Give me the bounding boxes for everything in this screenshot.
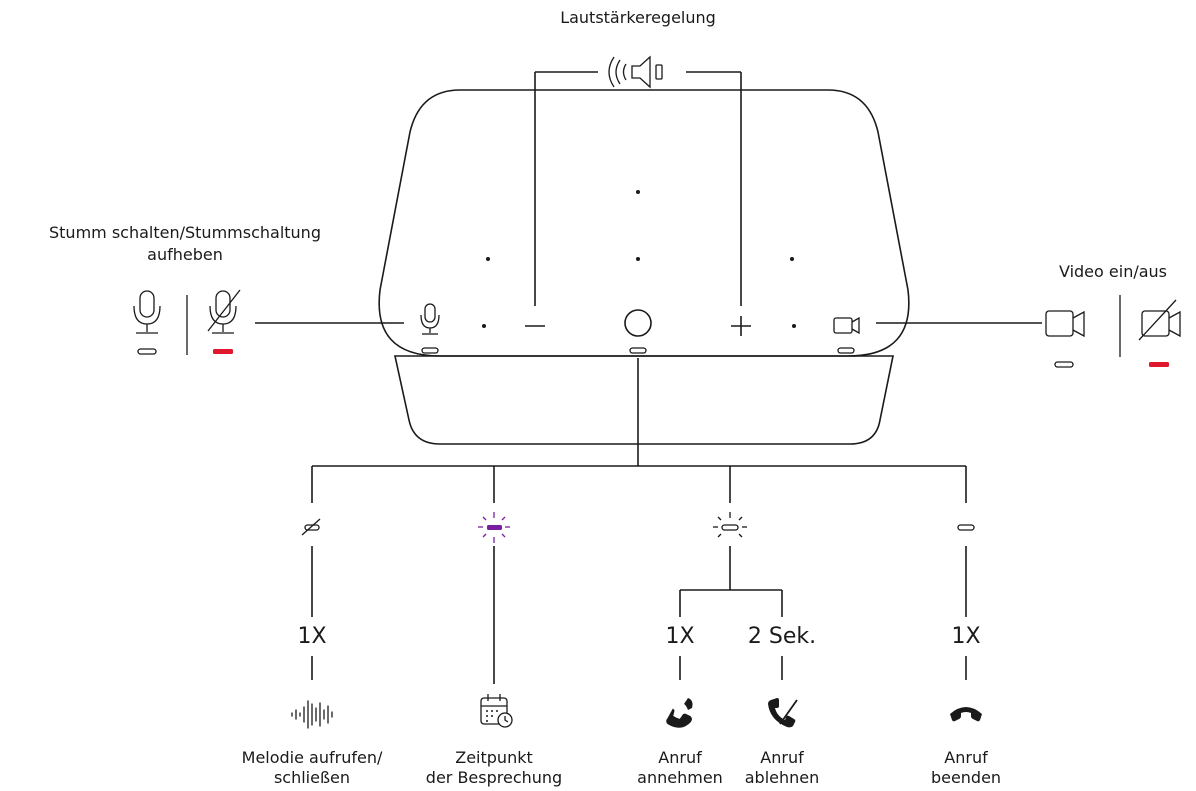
action-desc-line1: Anruf — [944, 748, 988, 767]
grille-dot — [486, 257, 490, 261]
action-desc-line2: schließen — [273, 768, 351, 787]
action-desc-line1: Anruf — [760, 748, 804, 767]
led-purple-pulse-indicator — [478, 512, 510, 543]
count-1x: 1X — [297, 624, 327, 649]
mic-led — [421, 347, 439, 354]
mic-muted-icon — [207, 289, 241, 354]
device-mic-button[interactable] — [420, 303, 440, 354]
mute-label-line1: Stumm schalten/Stummschaltung — [49, 223, 321, 242]
video-callout — [876, 295, 1181, 368]
phone-hangup-icon — [950, 707, 982, 722]
count-1x: 1X — [665, 624, 695, 649]
video-off-icon — [1138, 299, 1181, 367]
mute-callout — [133, 289, 404, 355]
teams-button[interactable] — [624, 309, 652, 354]
video-label: Video ein/aus — [1058, 262, 1167, 281]
grille-dot — [790, 257, 794, 261]
phone-decline-icon — [768, 698, 798, 728]
teams-action-tree — [301, 358, 975, 684]
action-desc-line1: Melodie aufrufen/ — [241, 748, 383, 767]
phone-answer-icon — [666, 698, 693, 728]
action-desc-line2: annehmen — [637, 768, 723, 787]
action-desc-line1: Zeitpunkt — [455, 748, 533, 767]
volume-up-button[interactable] — [731, 316, 751, 336]
grille-dot — [482, 324, 486, 328]
speakerphone-device — [378, 89, 910, 445]
video-led-red — [1149, 362, 1169, 367]
grille-dot — [792, 324, 796, 328]
action-desc-line2: beenden — [930, 768, 1002, 787]
video-camera-icon — [1045, 310, 1085, 368]
waveform-icon — [291, 700, 333, 729]
speaker-icon — [608, 55, 663, 89]
action-desc-line2: ablehnen — [744, 768, 820, 787]
grille-dot — [636, 190, 640, 194]
teams-led — [629, 347, 647, 354]
volume-callout — [534, 55, 742, 306]
count-1x: 1X — [951, 624, 981, 649]
video-led — [837, 347, 855, 354]
mute-led-red — [213, 349, 233, 354]
count-2-sek: 2 Sek. — [747, 624, 817, 649]
mic-icon — [133, 290, 161, 355]
led-off-indicator — [304, 524, 320, 531]
action-desc-line2: der Besprechung — [425, 768, 563, 787]
device-video-button[interactable] — [833, 316, 860, 354]
calendar-clock-icon — [480, 694, 513, 728]
action-desc-line1: Anruf — [658, 748, 702, 767]
led-white-pulse-indicator — [713, 512, 747, 538]
mute-label-line2: aufheben — [147, 245, 223, 264]
grille-dot — [636, 257, 640, 261]
led-on-indicator — [957, 524, 975, 531]
volume-label: Lautstärkeregelung — [560, 8, 716, 27]
